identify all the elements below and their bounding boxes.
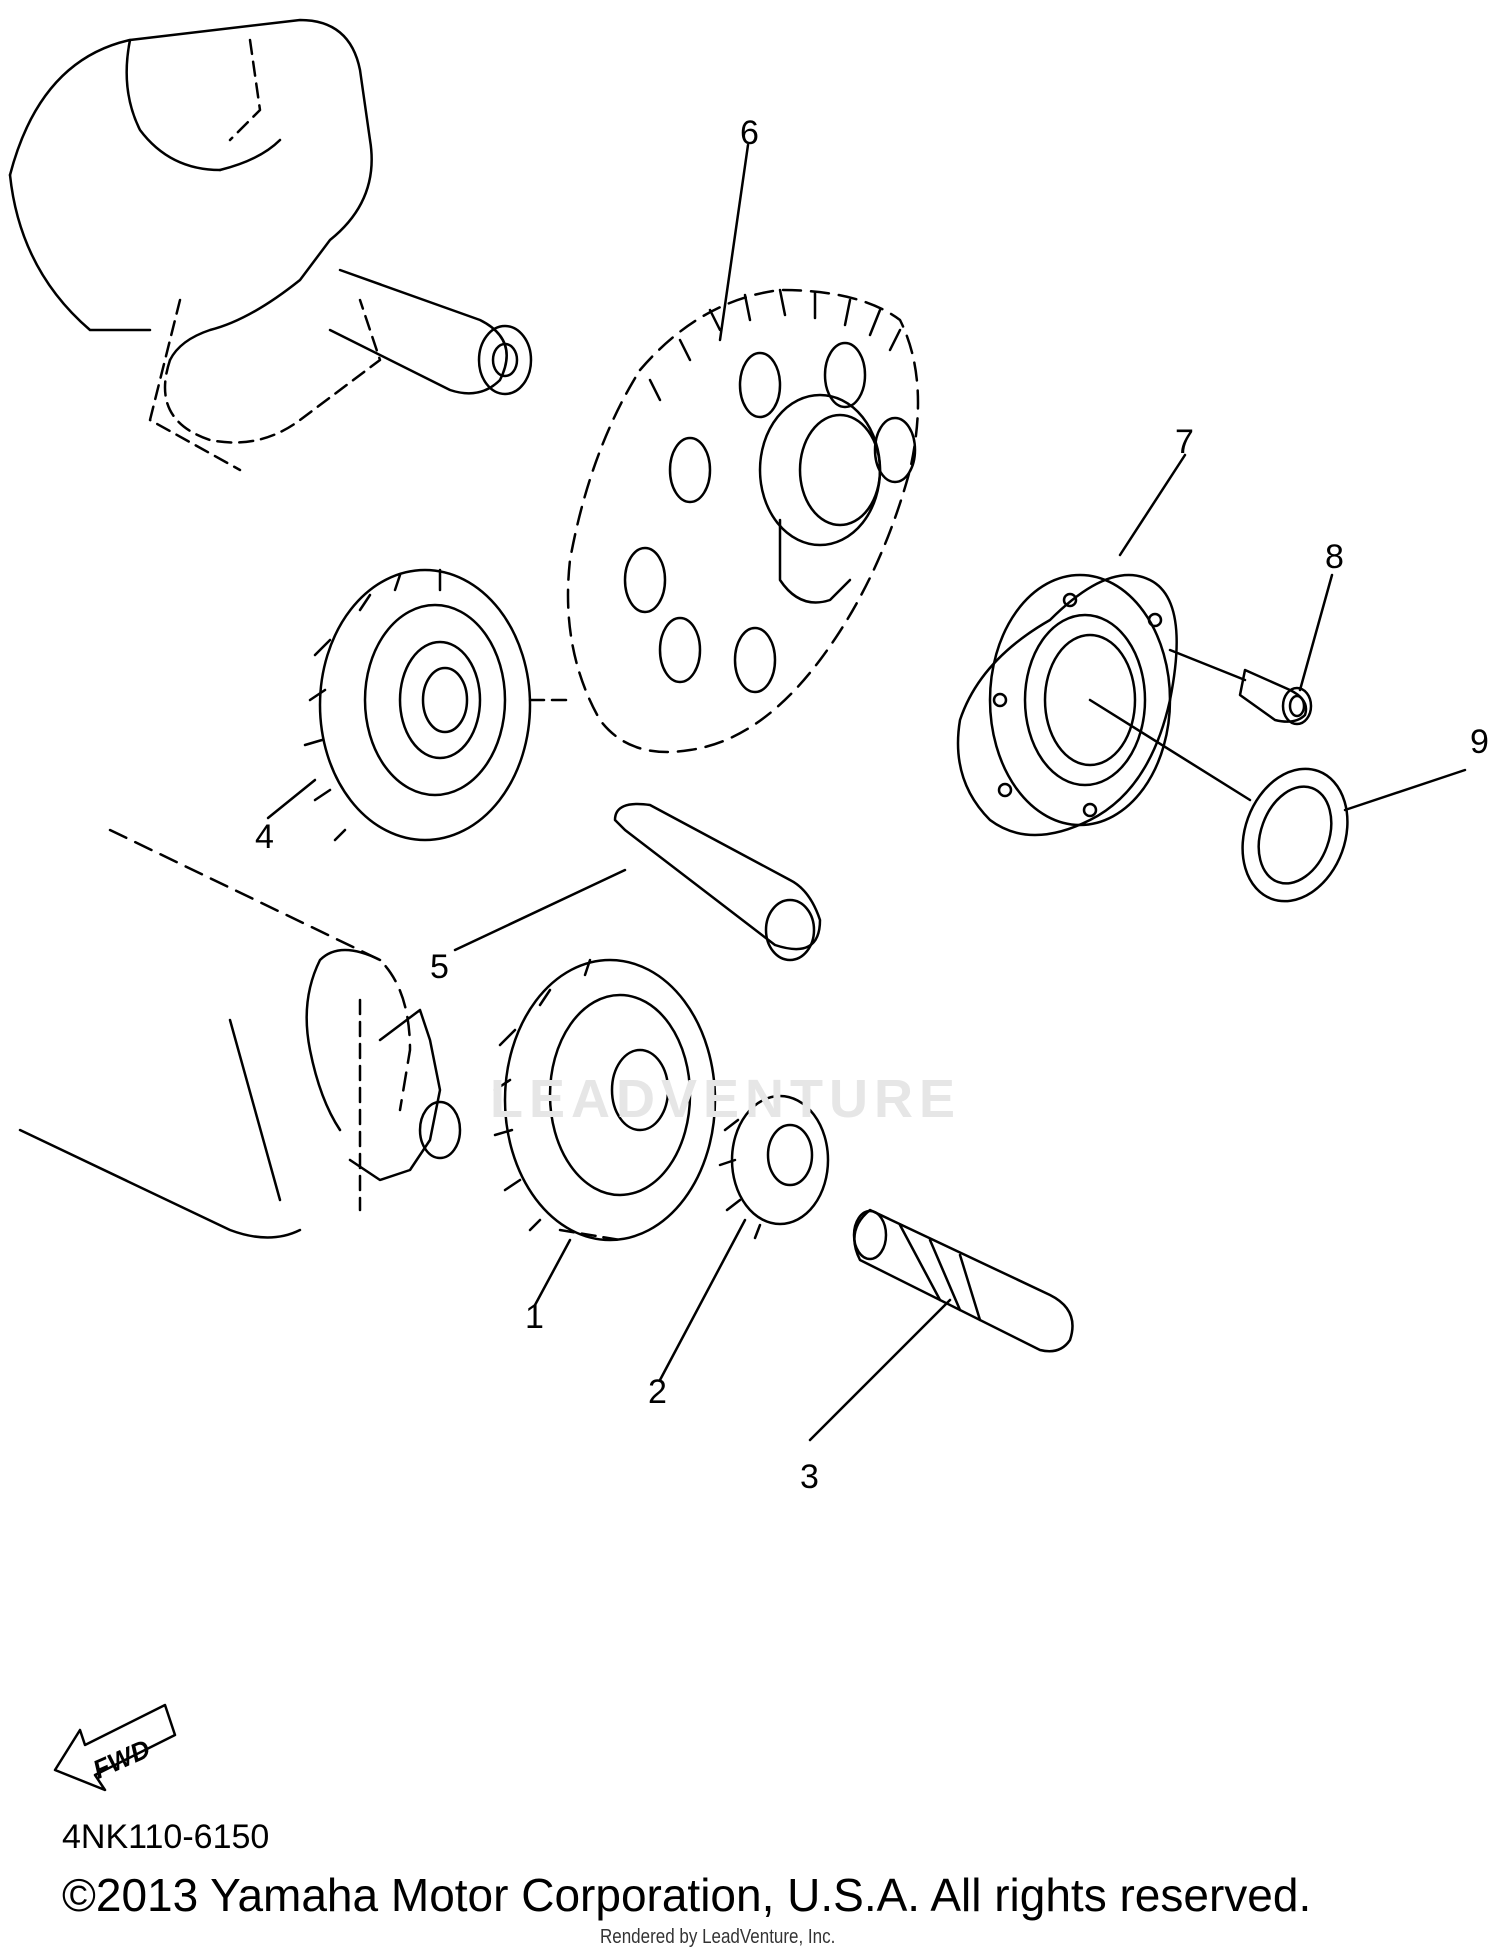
leader-lines [266, 143, 1467, 1442]
gear-2 [718, 1086, 830, 1240]
copyright-notice: ©2013 Yamaha Motor Corporation, U.S.A. A… [62, 1869, 1312, 1921]
starter-motor [18, 828, 462, 1239]
gear-4 [303, 568, 572, 842]
callout-8: 8 [1325, 538, 1344, 576]
callout-1: 1 [525, 1298, 544, 1336]
callout-4: 4 [255, 818, 274, 856]
bolt-8 [1238, 668, 1313, 726]
shaft-5 [613, 802, 822, 962]
callout-2: 2 [648, 1373, 667, 1411]
callout-3: 3 [800, 1458, 819, 1496]
callout-7: 7 [1175, 423, 1194, 461]
callout-5: 5 [430, 948, 449, 986]
rendered-by: Rendered by LeadVenture, Inc. [600, 1926, 836, 1948]
fwd-arrow-icon [53, 1703, 177, 1792]
callout-6: 6 [740, 114, 759, 152]
callout-9: 9 [1470, 723, 1489, 761]
bearing-housing-7 [956, 573, 1178, 837]
starter-wheel-gear [566, 288, 920, 754]
washer-9 [1241, 767, 1349, 903]
watermark: LEADVENTURE [490, 1069, 962, 1129]
gear-1 [493, 958, 717, 1242]
shaft-3 [852, 1208, 1074, 1353]
part-code: 4NK110-6150 [62, 1818, 270, 1856]
crankshaft [8, 18, 533, 472]
